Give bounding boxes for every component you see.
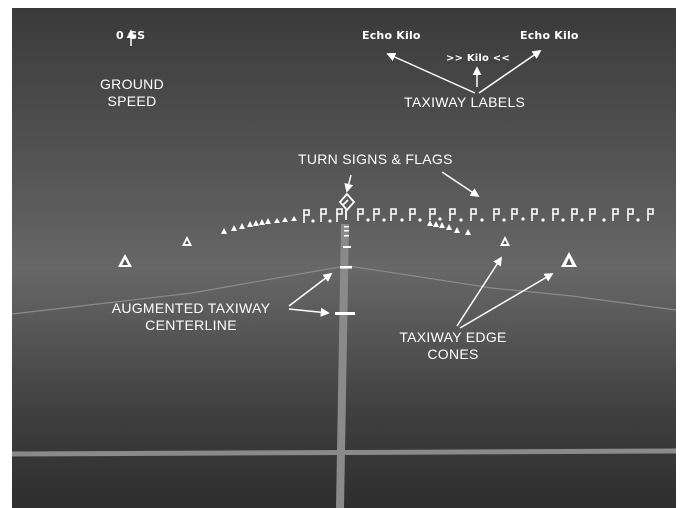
centerline-marker <box>340 266 352 269</box>
flag-icon <box>336 208 343 222</box>
horizontal-stripe <box>12 448 676 457</box>
flag-icon <box>429 208 436 220</box>
left-edge-line <box>12 265 346 315</box>
right-edge-line <box>348 265 676 311</box>
cone-icon <box>282 217 288 222</box>
flag-icon <box>552 208 559 221</box>
annotation-edge-cones: TAXIWAY EDGE CONES <box>388 329 518 363</box>
taxi-scene <box>12 29 676 508</box>
flag-icon <box>470 208 477 221</box>
flag-icon <box>647 208 654 221</box>
annotation-line: SPEED <box>107 93 157 109</box>
centerline-marker <box>335 312 355 315</box>
arrow-icon <box>456 256 502 327</box>
augmented-centerline <box>335 226 355 315</box>
cone-icon <box>561 252 577 267</box>
arrow-icon <box>459 273 554 329</box>
annotation-turn-signs: TURN SIGNS & FLAGS <box>298 151 453 167</box>
cone-icon <box>182 236 192 246</box>
centerline-marker <box>344 230 349 232</box>
flag-icon <box>589 208 596 221</box>
cone-icon <box>239 223 245 229</box>
distant-cones <box>221 216 471 235</box>
cone-icon <box>118 254 132 267</box>
arrow-icon <box>386 52 476 94</box>
arrow-icon <box>288 272 333 307</box>
flag-base-dots <box>311 217 640 223</box>
annotation-line: CONES <box>427 346 479 362</box>
synthetic-vision-display: 0 GS Echo Kilo Echo Kilo >> Kilo << GROU… <box>12 8 676 508</box>
cone-icon <box>465 229 471 235</box>
annotation-line: GROUND <box>99 76 165 92</box>
cone-icon <box>500 236 510 246</box>
cone-icon <box>221 228 227 234</box>
taxiway-lines <box>12 223 676 508</box>
flag-icon <box>511 208 518 220</box>
centerline-marker <box>343 246 351 248</box>
cone-icon <box>265 218 271 224</box>
flag-icon <box>449 208 456 221</box>
annotation-line: CENTERLINE <box>145 317 237 333</box>
taxiway-label-center: >> Kilo << <box>446 53 510 64</box>
cone-icon <box>439 222 445 228</box>
cone-icon <box>454 227 460 233</box>
flag-icon <box>390 208 397 221</box>
cone-icon <box>433 221 439 227</box>
taxiway-label-left: Echo Kilo <box>362 29 421 42</box>
annotation-arrows <box>126 29 554 329</box>
cone-icon <box>274 218 280 223</box>
flag-icon <box>493 208 500 221</box>
flag-icon <box>531 208 538 221</box>
centerline-marker <box>344 235 349 237</box>
flag-icon <box>409 208 416 221</box>
flag-icon <box>571 208 578 221</box>
cone-icon <box>231 225 237 231</box>
taxiway-edge-cones <box>118 236 577 267</box>
annotation-line: AUGMENTED TAXIWAY <box>111 300 271 316</box>
centerline-marker <box>344 226 349 228</box>
centerline-stripe <box>336 223 349 508</box>
turn-sign-icon <box>338 192 356 220</box>
cone-icon <box>446 224 452 230</box>
arrow-icon <box>441 171 480 197</box>
arrow-icon <box>478 49 542 94</box>
flag-icon <box>320 208 327 222</box>
flag-icon <box>627 208 634 221</box>
cone-icon <box>253 220 259 226</box>
annotation-line: TAXIWAY EDGE <box>399 329 507 345</box>
ground-speed-readout: 0 GS <box>116 29 146 42</box>
flag-icon <box>303 209 310 223</box>
arrow-icon <box>288 307 330 317</box>
flag-icon <box>612 208 619 221</box>
cone-icon <box>247 221 253 227</box>
annotation-centerline: AUGMENTED TAXIWAY CENTERLINE <box>96 300 286 334</box>
cone-icon <box>427 220 433 226</box>
annotation-taxiway-labels: TAXIWAY LABELS <box>404 94 526 110</box>
flag-icon <box>357 208 364 221</box>
cone-icon <box>259 219 265 225</box>
flag-icon <box>373 208 380 221</box>
taxiway-label-right: Echo Kilo <box>520 29 579 42</box>
cone-icon <box>291 216 297 221</box>
arrow-icon <box>344 174 354 193</box>
turn-flags <box>303 208 654 223</box>
annotation-ground-speed: GROUND SPEED <box>84 76 180 110</box>
